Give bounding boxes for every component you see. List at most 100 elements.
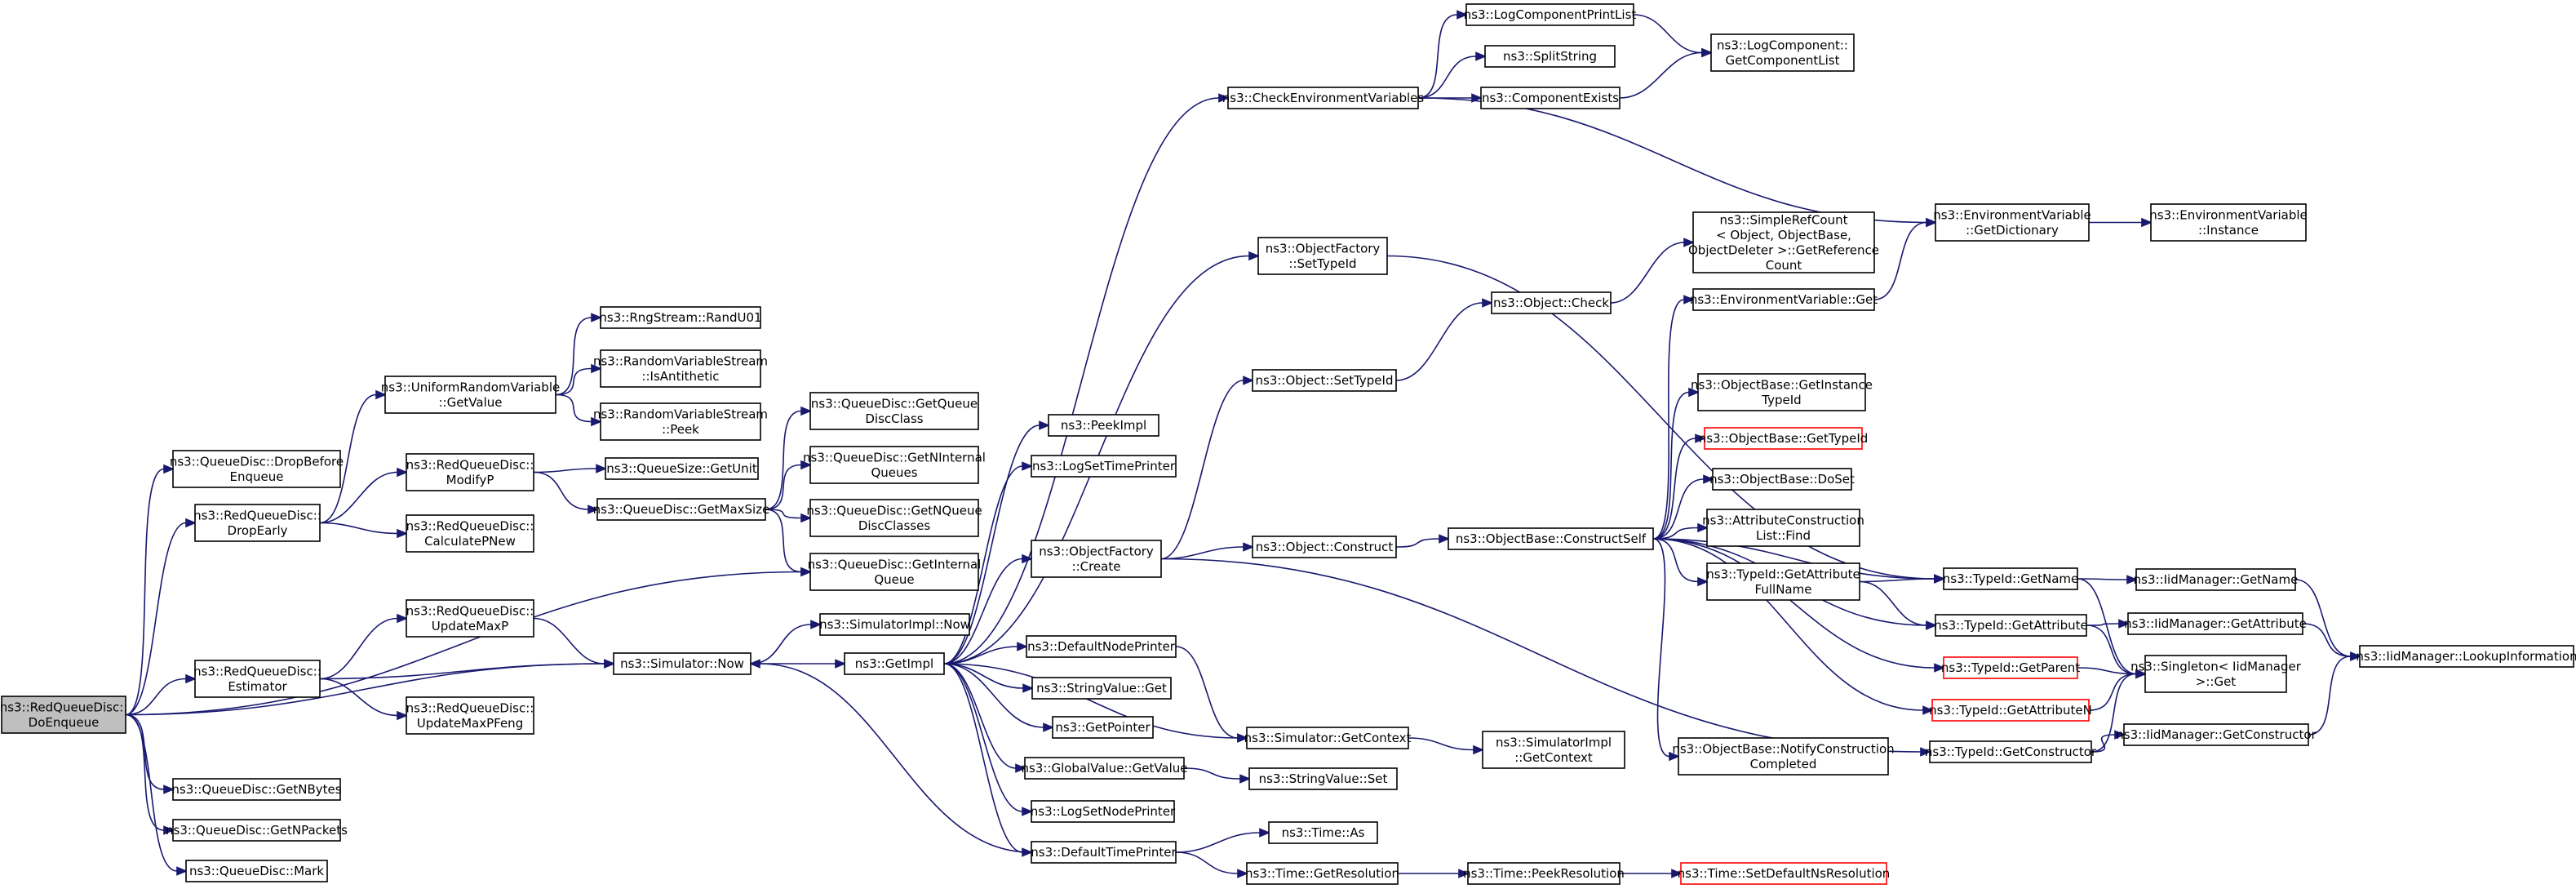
node-get-component-list[interactable]: ns3::LogComponent::GetComponentList (1710, 33, 1855, 72)
node-construct-self[interactable]: ns3::ObjectBase::ConstructSelf (1448, 527, 1654, 550)
edge-line (1160, 546, 1244, 560)
edge-arrowhead (800, 513, 813, 523)
edge-arrowhead (176, 866, 188, 876)
edge-arrowhead (1473, 745, 1485, 755)
node-box (1692, 211, 1875, 273)
node-lookup-information[interactable]: ns3::IidManager::LookupInformation (2356, 645, 2576, 668)
node-time-get-resolution[interactable]: ns3::Time::GetResolution (1245, 862, 1399, 885)
node-iid-manager-get-name[interactable]: ns3::IidManager::GetName (2134, 568, 2299, 591)
node-iid-manager-get-attribute[interactable]: ns3::IidManager::GetAttribute (2124, 612, 2307, 635)
node-update-max-p-feng[interactable]: ns3::RedQueueDisc::UpdateMaxPFeng (406, 696, 534, 735)
node-label-line: ::GetValue (438, 395, 502, 410)
node-log-component-print-list[interactable]: ns3::LogComponentPrintList (1464, 3, 1637, 26)
node-label-line: ns3::RedQueueDisc:: (406, 603, 534, 618)
node-peek-impl[interactable]: ns3::PeekImpl (1048, 414, 1159, 437)
node-default-node-printer[interactable]: ns3::DefaultNodePrinter (1026, 635, 1177, 658)
node-log-set-time-printer[interactable]: ns3::LogSetTimePrinter (1031, 455, 1177, 478)
node-estimator[interactable]: ns3::RedQueueDisc::Estimator (193, 660, 321, 698)
node-string-value-set[interactable]: ns3::StringValue::Set (1248, 767, 1398, 790)
node-sim-get-context[interactable]: ns3::Simulator::GetContext (1244, 727, 1412, 749)
node-box (613, 652, 752, 675)
node-type-id-get-constructor[interactable]: ns3::TypeId::GetConstructor (1925, 740, 2097, 763)
node-label-line: ns3::RandomVariableStream (593, 353, 768, 368)
node-get-pointer[interactable]: ns3::GetPointer (1052, 716, 1154, 739)
node-set-default-ns-resolution[interactable]: ns3::Time::SetDefaultNsResolution (1678, 862, 1891, 885)
node-type-id-get-attribute[interactable]: ns3::TypeId::GetAttribute (1934, 614, 2088, 637)
node-type-id-get-parent[interactable]: ns3::TypeId::GetParent (1941, 656, 2080, 679)
node-uniform-get-value[interactable]: ns3::UniformRandomVariable::GetValue (381, 376, 560, 414)
node-object-set-type-id[interactable]: ns3::Object::SetTypeId (1252, 369, 1397, 392)
edge-line (1417, 56, 1477, 99)
node-global-value-get-value[interactable]: ns3::GlobalValue::GetValue (1021, 757, 1188, 780)
node-box (600, 306, 761, 329)
node-get-type-id-obj-base[interactable]: ns3::ObjectBase::GetTypeId (1699, 427, 1869, 450)
node-simple-ref-count[interactable]: ns3::SimpleRefCount< Object, ObjectBase,… (1688, 211, 1879, 273)
node-get-n-bytes[interactable]: ns3::QueueDisc::GetNBytes (171, 778, 342, 801)
node-calculate-p-new[interactable]: ns3::RedQueueDisc::CalculatePNew (406, 514, 534, 553)
node-object-construct[interactable]: ns3::Object::Construct (1252, 536, 1397, 558)
edge-line (750, 624, 812, 665)
node-sim-impl-now[interactable]: ns3::SimulatorImpl::Now (819, 613, 970, 636)
node-env-var-get[interactable]: ns3::EnvironmentVariable::Get (1690, 288, 1878, 311)
node-default-time-printer[interactable]: ns3::DefaultTimePrinter (1031, 841, 1177, 864)
node-do-set[interactable]: ns3::ObjectBase::DoSet (1709, 468, 1855, 491)
node-component-exists[interactable]: ns3::ComponentExists (1480, 87, 1621, 109)
node-drop-early[interactable]: ns3::RedQueueDisc::DropEarly (193, 504, 321, 542)
node-env-var-instance[interactable]: ns3::EnvironmentVariable::Instance (2149, 203, 2308, 242)
node-time-as[interactable]: ns3::Time::As (1268, 821, 1378, 844)
node-box (2359, 645, 2574, 668)
node-split-string[interactable]: ns3::SplitString (1484, 45, 1616, 68)
node-label-line: GetComponentList (1725, 53, 1839, 68)
node-box (1268, 821, 1378, 844)
node-peek[interactable]: ns3::RandomVariableStream::Peek (593, 402, 768, 441)
node-log-set-node-printer[interactable]: ns3::LogSetNodePrinter (1031, 800, 1176, 823)
edge-line (1652, 478, 1705, 540)
node-sim-impl-get-context[interactable]: ns3::SimulatorImpl::GetContext (1482, 731, 1625, 769)
node-get-unit[interactable]: ns3::QueueSize::GetUnit (605, 457, 759, 480)
node-get-impl[interactable]: ns3::GetImpl (844, 652, 945, 675)
node-singleton-get[interactable]: ns3::Singleton< IidManager>::Get (2130, 655, 2302, 693)
edge-arrowhead (810, 620, 822, 629)
node-mark[interactable]: ns3::QueueDisc::Mark (185, 860, 328, 882)
node-env-var-get-dictionary[interactable]: ns3::EnvironmentVariable::GetDictionary (1933, 203, 2091, 242)
node-check-env-vars[interactable]: ns3::CheckEnvironmentVariables (1222, 87, 1425, 109)
node-notify-construction-completed[interactable]: ns3::ObjectBase::NotifyConstructionCompl… (1672, 737, 1895, 776)
node-get-n-packets[interactable]: ns3::QueueDisc::GetNPackets (166, 819, 348, 842)
node-box (844, 652, 945, 675)
node-type-id-get-name[interactable]: ns3::TypeId::GetName (1943, 567, 2078, 590)
edge-line (2308, 656, 2352, 736)
node-update-max-p[interactable]: ns3::RedQueueDisc::UpdateMaxP (406, 599, 534, 638)
node-simulator-now[interactable]: ns3::Simulator::Now (613, 652, 752, 675)
node-object-check[interactable]: ns3::Object::Check (1491, 291, 1612, 314)
node-box (1031, 540, 1162, 578)
edge (533, 464, 608, 473)
edge-arrowhead (800, 406, 813, 416)
node-box (600, 349, 761, 388)
node-set-type-id-factory[interactable]: ns3::ObjectFactory::SetTypeId (1257, 237, 1388, 275)
node-box (2144, 655, 2287, 693)
edge-arrowhead (1669, 751, 1681, 762)
node-label-line: ns3::TypeId::GetAttributeN (1929, 703, 2092, 718)
node-time-peek-resolution[interactable]: ns3::Time::PeekResolution (1463, 862, 1625, 885)
node-modify-p[interactable]: ns3::RedQueueDisc::ModifyP (406, 453, 534, 491)
node-label-line: ::GetDictionary (1966, 223, 2059, 238)
node-iid-manager-get-constructor[interactable]: ns3::IidManager::GetConstructor (2116, 723, 2317, 746)
edge (1652, 387, 1700, 540)
edge (748, 659, 1032, 853)
node-rand-u01[interactable]: ns3::RngStream::RandU01 (599, 306, 762, 329)
node-is-antithetic[interactable]: ns3::RandomVariableStream::IsAntithetic (593, 349, 768, 388)
node-type-id-get-attribute-n[interactable]: ns3::TypeId::GetAttributeN (1929, 699, 2092, 722)
node-object-factory-create[interactable]: ns3::ObjectFactory::Create (1031, 540, 1162, 578)
edge (750, 620, 822, 665)
node-box (194, 504, 321, 542)
node-string-value-get[interactable]: ns3::StringValue::Get (1031, 677, 1172, 700)
node-get-max-size[interactable]: ns3::QueueDisc::GetMaxSize (593, 498, 770, 521)
